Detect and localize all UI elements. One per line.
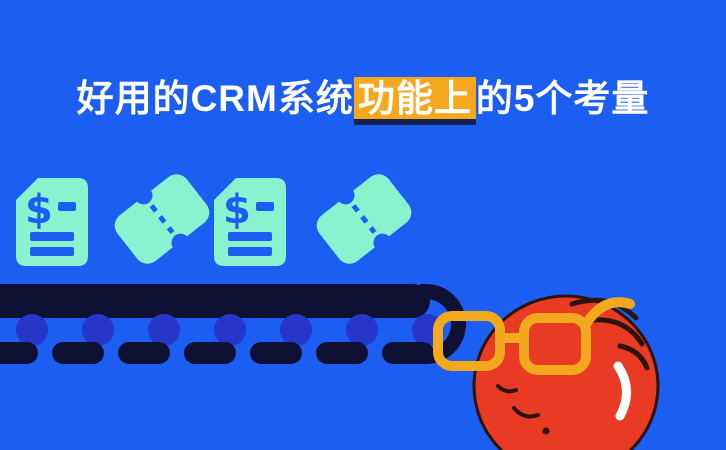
invoice-shape: [214, 178, 286, 266]
belt-wheel: [214, 314, 246, 346]
belt-segment: [250, 342, 302, 364]
belt-wheel: [148, 314, 180, 346]
banner-title: 好用的CRM系统功能上的5个考量: [0, 76, 726, 125]
hair-strand: [617, 343, 650, 371]
invoice-line: [256, 202, 274, 211]
glasses: [433, 297, 635, 375]
coupon-divider: [149, 204, 175, 234]
dollar-glyph: $: [223, 187, 251, 233]
invoice-icon: $: [16, 178, 88, 266]
closed-eye: [496, 384, 518, 394]
title-prefix: 好用的CRM系统: [76, 78, 354, 119]
invoice-line: [58, 202, 76, 211]
invoice-line: [30, 232, 74, 241]
invoice-shape: [16, 178, 88, 266]
belt-segment: [184, 342, 236, 364]
beauty-mark: [542, 427, 550, 435]
belt-wheel: [82, 314, 114, 346]
invoice-line: [228, 232, 272, 241]
coupon-divider: [351, 204, 377, 234]
belt-wheel: [280, 314, 312, 346]
glasses-temple-arm: [581, 297, 635, 329]
hair-strand: [591, 317, 645, 347]
glasses-right-lens: [519, 313, 591, 375]
belt-segment: [52, 342, 104, 364]
dollar-glyph: $: [25, 187, 53, 233]
face-highlight: [613, 361, 631, 421]
belt-top-bar: [0, 284, 430, 318]
title-highlight: 功能上: [353, 77, 476, 125]
invoice-icon: $: [214, 178, 286, 266]
belt-segment: [0, 342, 38, 364]
title-suffix: 的5个考量: [475, 78, 650, 119]
mouth: [512, 406, 540, 419]
belt-wheel: [16, 314, 48, 346]
invoice-line: [228, 247, 272, 256]
mascot-character: [433, 294, 660, 450]
belt-segment: [118, 342, 170, 364]
invoice-line: [30, 247, 74, 256]
belt-wheel: [346, 314, 378, 346]
belt-segment: [316, 342, 368, 364]
